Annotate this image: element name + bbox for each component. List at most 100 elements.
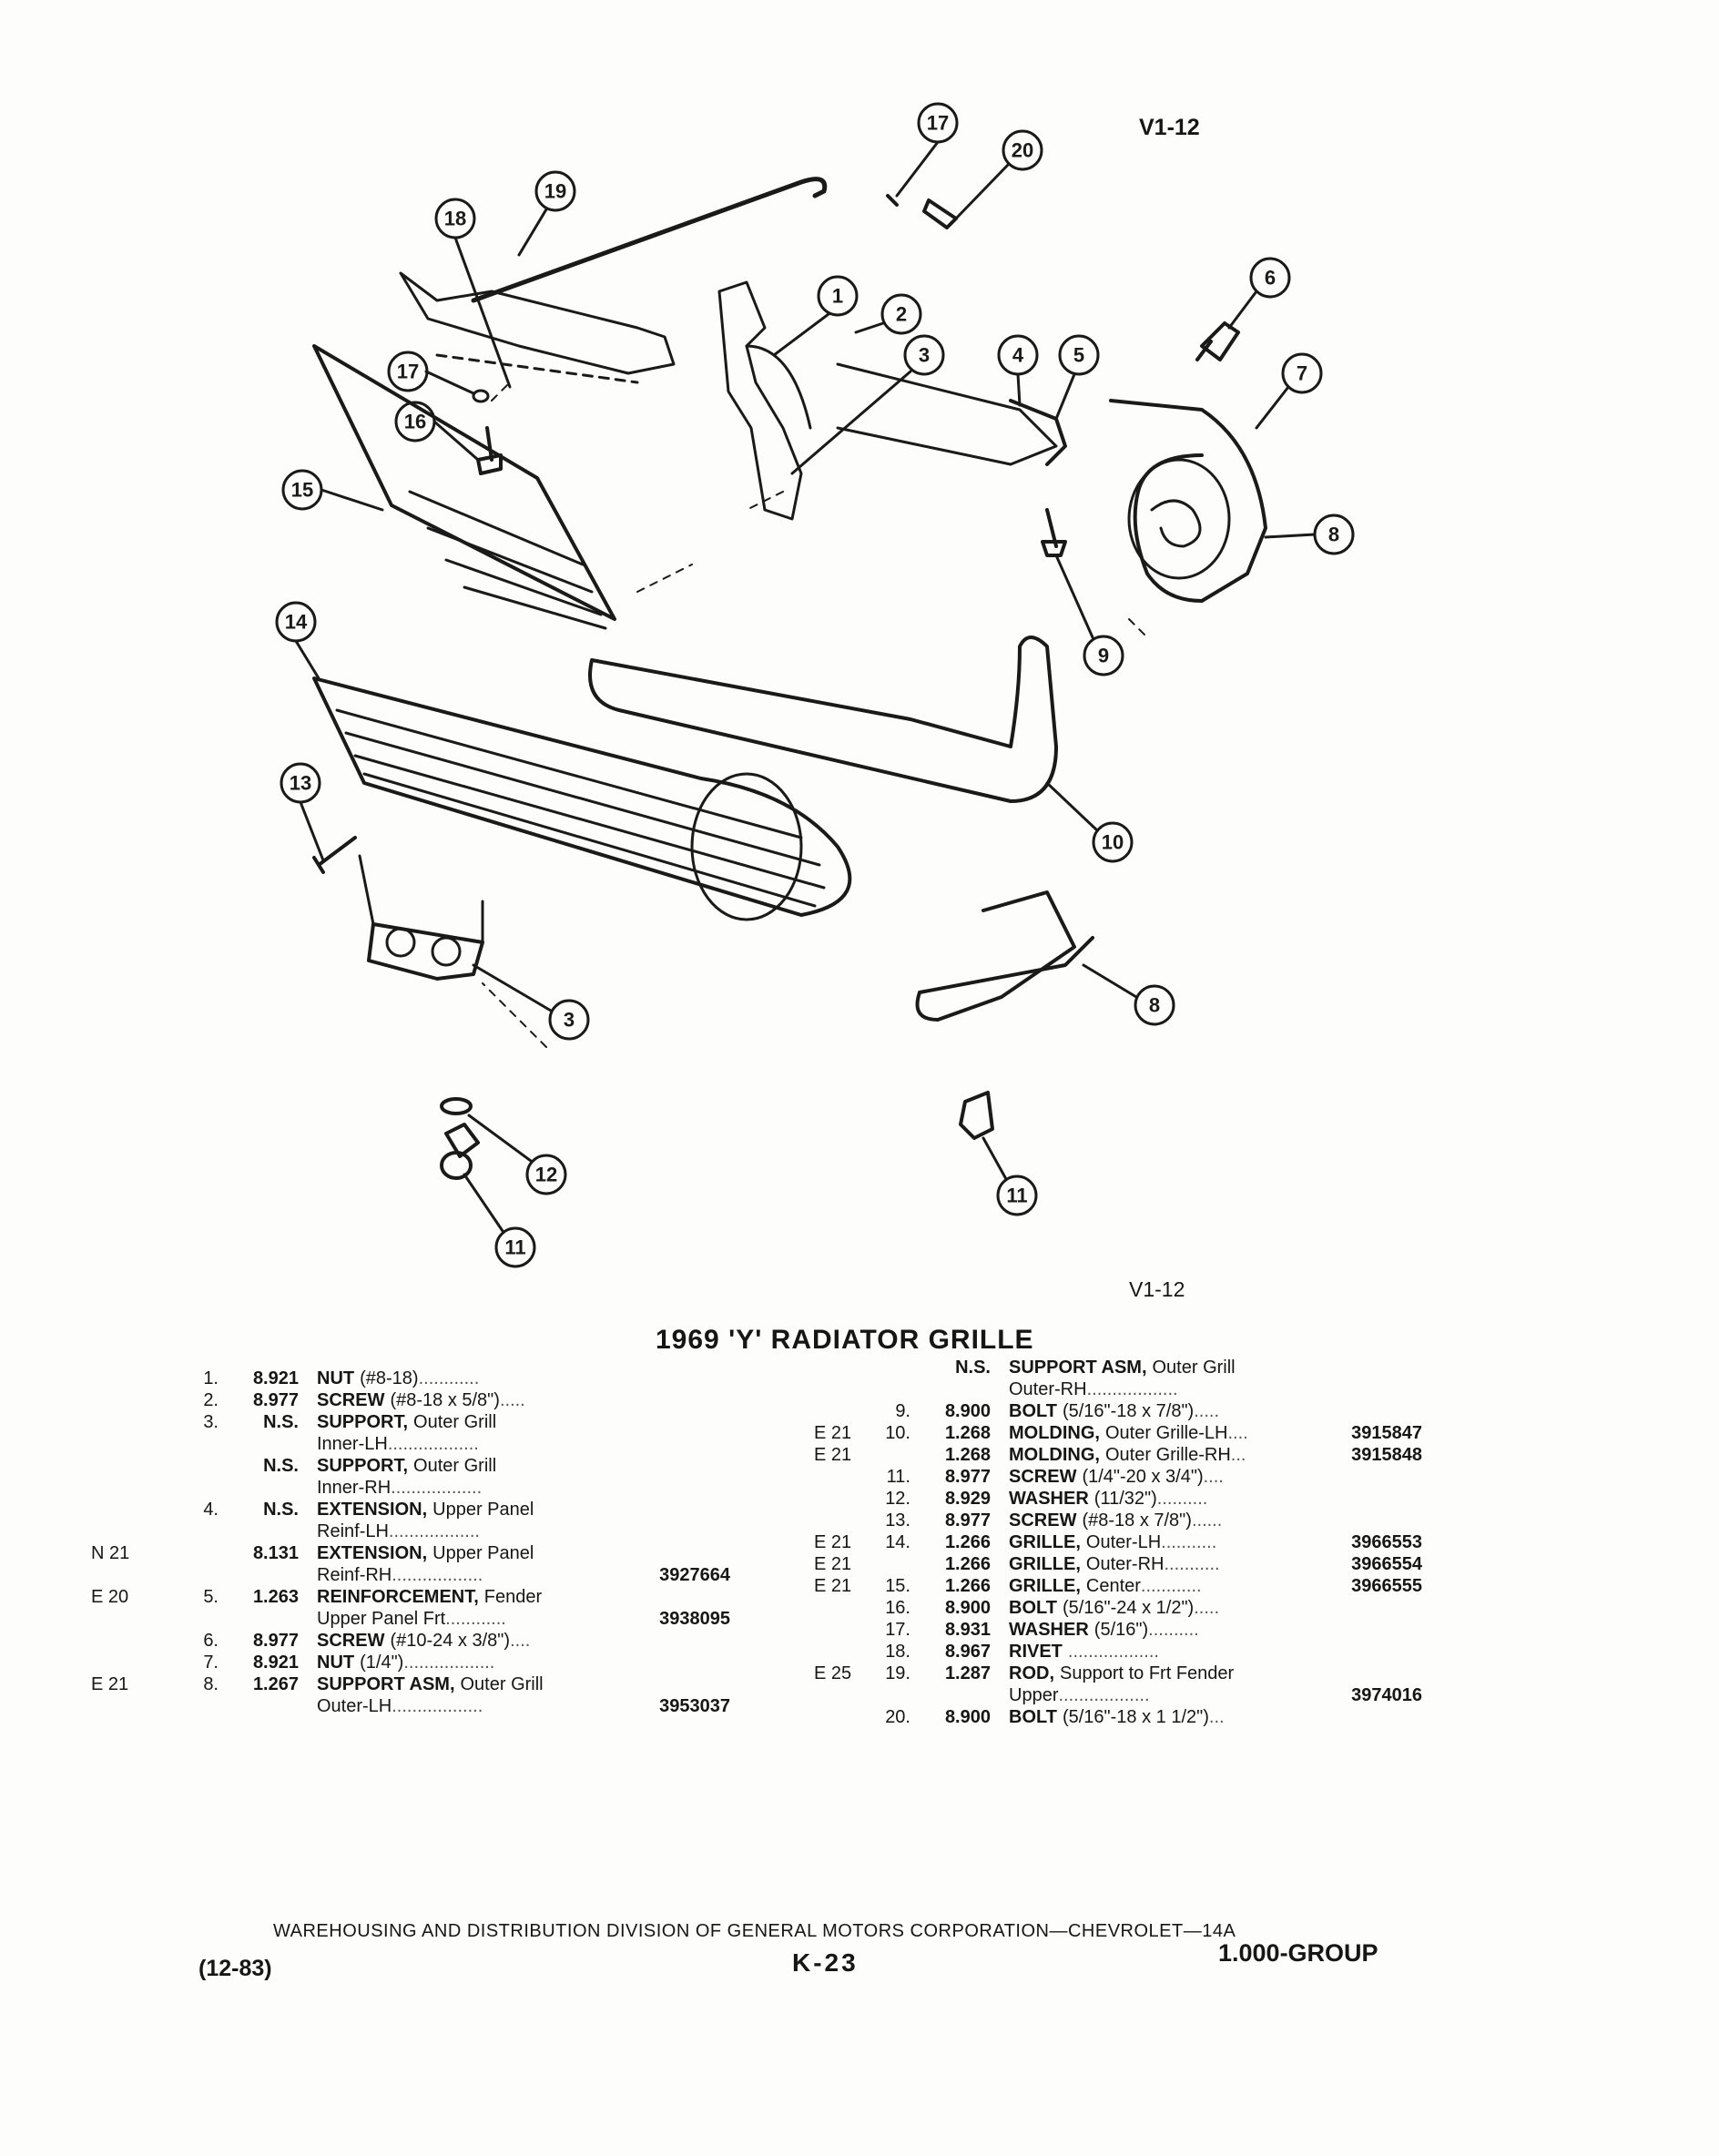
- group-number: 8.900: [944, 1598, 991, 1618]
- part-spec: Outer Grill: [413, 1412, 497, 1432]
- bolt-part: [1041, 508, 1067, 557]
- callout-label: 14: [285, 611, 308, 634]
- ref-number: 3.: [203, 1412, 219, 1432]
- callout-label: 6: [1265, 267, 1276, 290]
- part-name: MOLDING,: [1009, 1423, 1100, 1443]
- group-number: [226, 1564, 317, 1586]
- callout-label: 12: [535, 1164, 557, 1186]
- group-number: 1.266: [944, 1576, 991, 1596]
- part-number: 3938095: [659, 1609, 730, 1629]
- ref-number: 11.: [886, 1467, 910, 1487]
- group-number: 8.131: [252, 1543, 299, 1563]
- callout-label: 15: [291, 479, 313, 502]
- group-number: 8.977: [252, 1390, 299, 1410]
- part-spec: (5/16"-18 x 1 1/2"): [1062, 1707, 1209, 1727]
- ref-number: 20.: [885, 1707, 910, 1727]
- part-name: GRILLE,: [1009, 1554, 1081, 1574]
- part-description: EXTENSION,Upper Panel: [317, 1542, 630, 1564]
- part-spec: Inner-RH: [317, 1478, 392, 1498]
- part-description: Upper ..................: [1009, 1684, 1322, 1706]
- callout-12: [525, 1154, 567, 1195]
- part-number: 3915848: [1351, 1445, 1422, 1465]
- part-spec: Fender: [483, 1587, 543, 1607]
- ref-number: 13.: [885, 1510, 910, 1531]
- callout-label: 3: [919, 344, 930, 367]
- part-spec: (#8-18 x 5/8"): [390, 1390, 500, 1410]
- part-number: 3953037: [659, 1696, 730, 1716]
- part-spec: Inner-LH: [317, 1434, 388, 1454]
- ref-number: 8.: [203, 1674, 219, 1694]
- center-grille-part: [312, 344, 616, 621]
- part-spec: Reinf-LH: [317, 1521, 389, 1541]
- group-number: [918, 1684, 1009, 1706]
- ref-number: [178, 1564, 226, 1586]
- part-description: BOLT(5/16"-18 x 7/8") .....: [1009, 1400, 1322, 1422]
- screw-part: [1195, 321, 1240, 361]
- leader-dots: ..................: [1086, 1379, 1178, 1399]
- part-name: NUT: [317, 1368, 355, 1388]
- part-description: NUT(1/4") ..................: [317, 1652, 630, 1673]
- callout-label: 11: [1006, 1185, 1027, 1207]
- callout-11-right: [996, 1175, 1038, 1216]
- callout-11-left: [494, 1226, 536, 1268]
- parts-row: 4.N.S.EXTENSION,Upper Panel: [178, 1499, 730, 1520]
- part-spec: (1/4"-20 x 3/4"): [1082, 1467, 1204, 1487]
- part-description: BOLT(5/16"-18 x 1 1/2") ...: [1009, 1706, 1322, 1728]
- leader-dots: ............: [445, 1609, 506, 1629]
- part-number: [1322, 1663, 1422, 1684]
- part-number: [630, 1520, 730, 1542]
- part-description: SCREW(#8-18 x 7/8") ......: [1009, 1510, 1322, 1531]
- part-name: GRILLE,: [1009, 1532, 1081, 1552]
- section-code: E 21: [814, 1532, 852, 1552]
- part-description: NUT(#8-18) ............: [317, 1368, 630, 1389]
- part-number: [1322, 1400, 1422, 1422]
- leader-dots: ..................: [1058, 1685, 1150, 1705]
- callout-label: 17: [927, 112, 949, 135]
- part-spec: Outer Grill: [1152, 1358, 1236, 1378]
- parts-row: 3.N.S.SUPPORT,Outer Grill: [178, 1411, 730, 1433]
- part-description: Reinf-RH ..................: [317, 1564, 630, 1586]
- part-description: EXTENSION,Upper Panel: [317, 1499, 630, 1520]
- part-number: 3974016: [1351, 1685, 1422, 1705]
- outer-grille-molding-part: [588, 636, 1058, 803]
- callout-label: 5: [1073, 344, 1084, 367]
- part-description: ROD,Support to Frt Fender: [1009, 1663, 1322, 1684]
- outer-grill-support-lh-part: [915, 890, 1094, 1022]
- ref-number: 16.: [885, 1598, 910, 1618]
- part-number: [630, 1499, 730, 1520]
- group-number: 8.900: [944, 1707, 991, 1727]
- leader-dots: .....: [1194, 1401, 1220, 1421]
- callout-label: 8: [1149, 994, 1160, 1017]
- parts-row: Inner-LH ..................: [178, 1433, 730, 1455]
- callout-19: [534, 170, 576, 212]
- part-description: MOLDING,Outer Grille-LH ....: [1009, 1422, 1322, 1444]
- part-description: SUPPORT ASM,Outer Grill: [1009, 1357, 1322, 1378]
- washer-17-part: [472, 389, 490, 403]
- part-spec: (5/16"-18 x 7/8"): [1062, 1401, 1195, 1421]
- callout-label: 10: [1102, 831, 1124, 854]
- callout-3-top: [903, 334, 945, 376]
- ref-number: [178, 1542, 226, 1564]
- part-name: GRILLE,: [1009, 1576, 1081, 1596]
- part-spec: Outer-RH: [1085, 1554, 1165, 1574]
- part-description: Outer-LH ..................: [317, 1695, 630, 1717]
- part-description: GRILLE,Outer-LH ...........: [1009, 1531, 1322, 1553]
- screw-13-part: [312, 836, 357, 874]
- group-number: 8.921: [252, 1368, 299, 1388]
- part-number: [630, 1411, 730, 1433]
- footer-page-number: K-23: [792, 1948, 859, 1977]
- ref-number: [178, 1608, 226, 1630]
- leader-dots: ..................: [403, 1653, 495, 1673]
- part-number: [1322, 1597, 1422, 1619]
- part-spec: Outer Grille-RH: [1105, 1445, 1231, 1465]
- part-name: REINFORCEMENT,: [317, 1587, 479, 1607]
- parts-row: Reinf-LH ..................: [178, 1520, 730, 1542]
- clip-part: [959, 1091, 994, 1140]
- part-description: SCREW(1/4"-20 x 3/4") ....: [1009, 1466, 1322, 1488]
